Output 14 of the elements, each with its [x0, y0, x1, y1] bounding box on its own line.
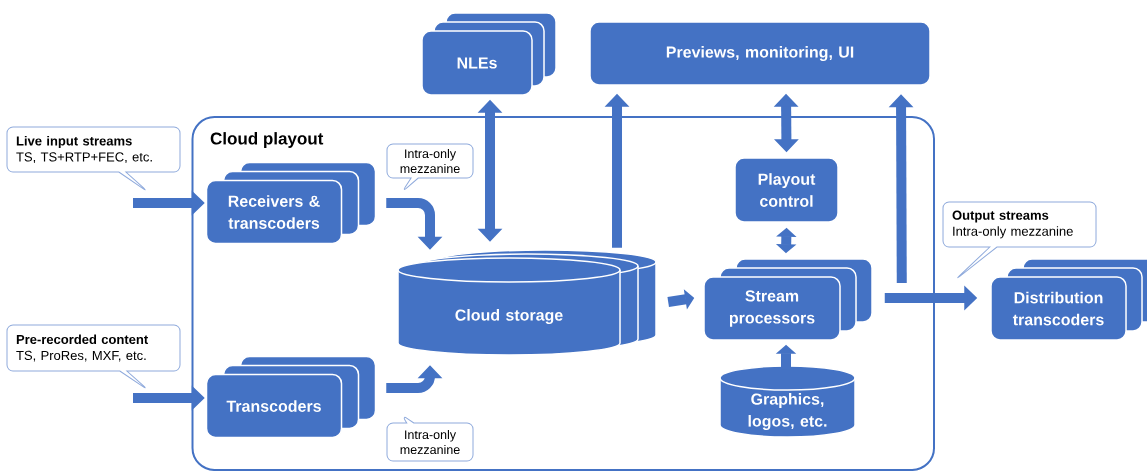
stacked-box: NLEs [421, 12, 557, 96]
process-box: Playout control [734, 157, 839, 223]
storage-cylinder: Graphics, logos, etc. [719, 365, 856, 438]
stacked-box: Distribution transcoders [990, 258, 1147, 341]
stacked-box: Stream processors [703, 258, 873, 341]
callout-bubble: Pre-recorded content TS, ProRes, MXF, etc. [6, 324, 181, 389]
callout-bubble: Intra-only mezzanine [386, 416, 474, 462]
stacked-box: Transcoders [205, 355, 377, 439]
process-box: Previews, monitoring, UI [589, 21, 931, 86]
stacked-box: Receivers & transcoders [205, 161, 377, 245]
callout-bubble: Intra-only mezzanine [386, 143, 474, 190]
storage-cylinder: Cloud storage [397, 249, 657, 356]
callout-bubble: Live input streams TS, TS+RTP+FEC, etc. [6, 126, 181, 191]
callout-bubble: Output streams Intra-only mezzanine [942, 201, 1097, 279]
